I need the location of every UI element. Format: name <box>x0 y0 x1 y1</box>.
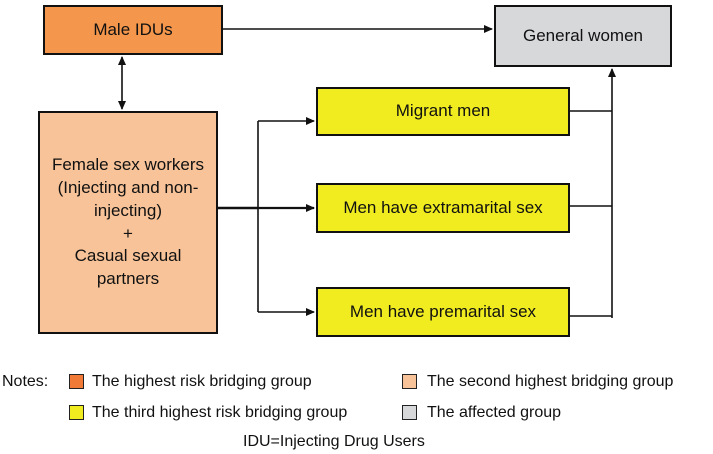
extramarital-sex-box: Men have extramarital sex <box>316 183 570 233</box>
fsw-line: (Injecting and non- <box>57 177 199 197</box>
legend-swatch-third <box>69 405 84 420</box>
abbreviation-note: IDU=Injecting Drug Users <box>243 433 425 450</box>
migrant-men-label: Migrant men <box>395 101 491 121</box>
legend-label-affected: The affected group <box>427 404 562 421</box>
legend-swatch-second <box>402 374 417 389</box>
fsw-line: Casual sexual <box>74 246 182 266</box>
legend-label-second: The second highest bridging group <box>427 373 674 390</box>
migrant-men-box: Migrant men <box>316 87 570 136</box>
legend-swatch-affected <box>402 405 417 420</box>
fsw-line: Female sex workers <box>51 154 205 174</box>
legend-notes-label: Notes: <box>2 373 49 390</box>
general-women-label: General women <box>522 25 643 45</box>
legend-label-highest: The highest risk bridging group <box>92 373 312 390</box>
legend-label-third: The third highest risk bridging group <box>92 404 348 421</box>
premarital-sex-label: Men have premarital sex <box>349 301 537 321</box>
male-idus-box: Male IDUs <box>43 5 223 55</box>
fsw-line: partners <box>96 269 160 289</box>
premarital-sex-box: Men have premarital sex <box>316 287 570 337</box>
female-sex-workers-box: Female sex workers (Injecting and non- i… <box>38 111 218 334</box>
male-idus-label: Male IDUs <box>93 19 173 39</box>
general-women-box: General women <box>494 5 672 67</box>
fsw-line: + <box>123 223 133 243</box>
legend-swatch-highest <box>69 374 84 389</box>
extramarital-sex-label: Men have extramarital sex <box>343 197 543 217</box>
fsw-line: injecting) <box>93 200 163 220</box>
